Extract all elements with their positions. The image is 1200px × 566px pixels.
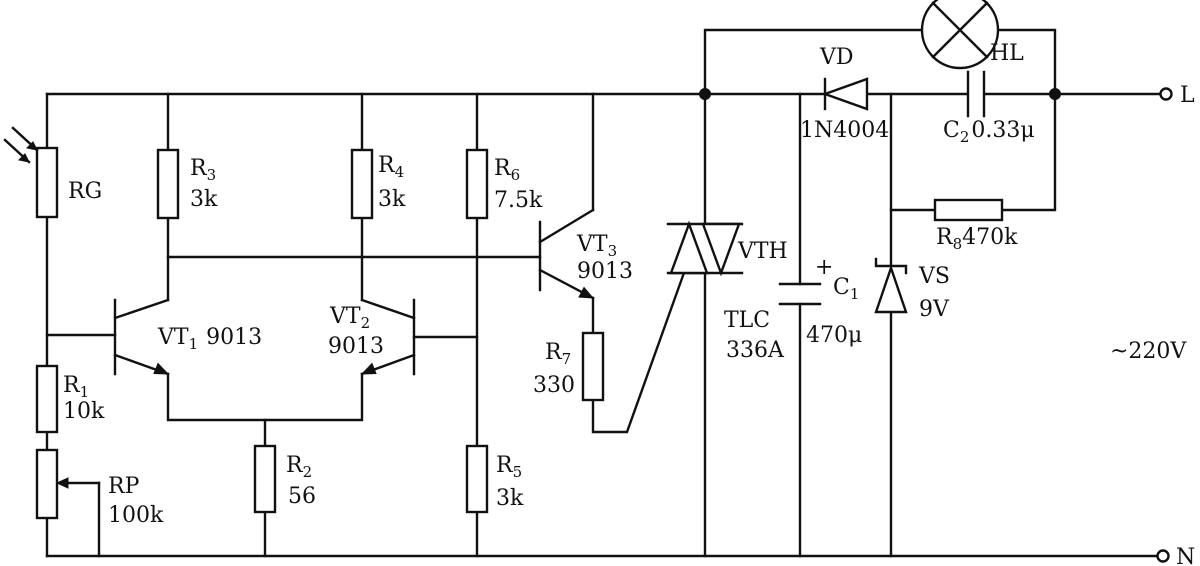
r8-label: R8470k xyxy=(936,225,1018,253)
rp-label: RP xyxy=(108,474,140,499)
r4-label: R4 xyxy=(378,153,404,181)
diode-vd xyxy=(821,77,869,111)
transistor-vt2 xyxy=(360,298,416,376)
rp-value: 100k xyxy=(108,503,164,528)
potentiometer-rp xyxy=(35,448,101,520)
vt2-value: 9013 xyxy=(328,334,384,359)
resistor-r7 xyxy=(581,331,605,402)
lamp-hl xyxy=(920,0,1000,70)
vth-label: VTH xyxy=(737,239,788,264)
resistor-r6 xyxy=(465,148,489,220)
r6-label: R6 xyxy=(494,156,520,184)
r7-value: 330 xyxy=(533,373,575,398)
photoresistor-rg xyxy=(3,126,59,219)
vt3-value: 9013 xyxy=(577,259,633,284)
rg-label: RG xyxy=(68,179,102,204)
capacitor-c1 xyxy=(778,282,822,306)
vd-value: 1N4004 xyxy=(800,118,889,143)
c2-label: C20.33μ xyxy=(943,118,1035,146)
resistor-r2 xyxy=(253,444,277,514)
r3-value: 3k xyxy=(190,187,218,212)
vt2-label: VT2 xyxy=(329,304,370,332)
resistor-r5 xyxy=(465,444,489,514)
r5-value: 3k xyxy=(496,486,524,511)
terminal-l-label: L xyxy=(1180,83,1195,108)
resistor-r4 xyxy=(350,148,374,220)
triac-vth xyxy=(666,220,744,277)
r5-label: R5 xyxy=(496,453,522,481)
zener-vs xyxy=(874,257,908,314)
r4-value: 3k xyxy=(378,187,406,212)
tlc-value: 336A xyxy=(726,338,785,363)
junction-dots xyxy=(699,88,1061,100)
transistor-vt1 xyxy=(113,298,170,376)
resistor-r1 xyxy=(35,364,59,434)
r6-value: 7.5k xyxy=(494,188,543,213)
r3-label: R3 xyxy=(190,156,216,184)
vs-label: VS xyxy=(918,264,950,289)
vt3-label: VT3 xyxy=(576,232,617,260)
tlc-label: TLC xyxy=(724,308,770,333)
capacitor-c2 xyxy=(966,70,986,118)
r2-label: R2 xyxy=(286,453,312,481)
c1-plus: + xyxy=(815,255,833,280)
c1-label: C1 xyxy=(833,275,859,303)
terminal-n-label: N xyxy=(1176,545,1195,566)
supply-label: ~220V xyxy=(1110,339,1187,364)
terminal-l-circle xyxy=(1159,87,1173,101)
vs-value: 9V xyxy=(919,297,950,322)
terminal-n-circle xyxy=(1156,549,1170,563)
transistor-vt3 xyxy=(538,208,595,300)
vd-label: VD xyxy=(819,45,854,70)
wires xyxy=(45,28,1162,558)
r2-value: 56 xyxy=(288,484,316,509)
r1-value: 10k xyxy=(63,399,105,424)
resistor-r3 xyxy=(156,148,180,220)
resistor-r8 xyxy=(933,198,1004,222)
c1-value: 470μ xyxy=(806,323,862,348)
r7-label: R7 xyxy=(545,340,571,368)
r1-label: R1 xyxy=(63,373,89,401)
hl-label: HL xyxy=(990,41,1024,66)
